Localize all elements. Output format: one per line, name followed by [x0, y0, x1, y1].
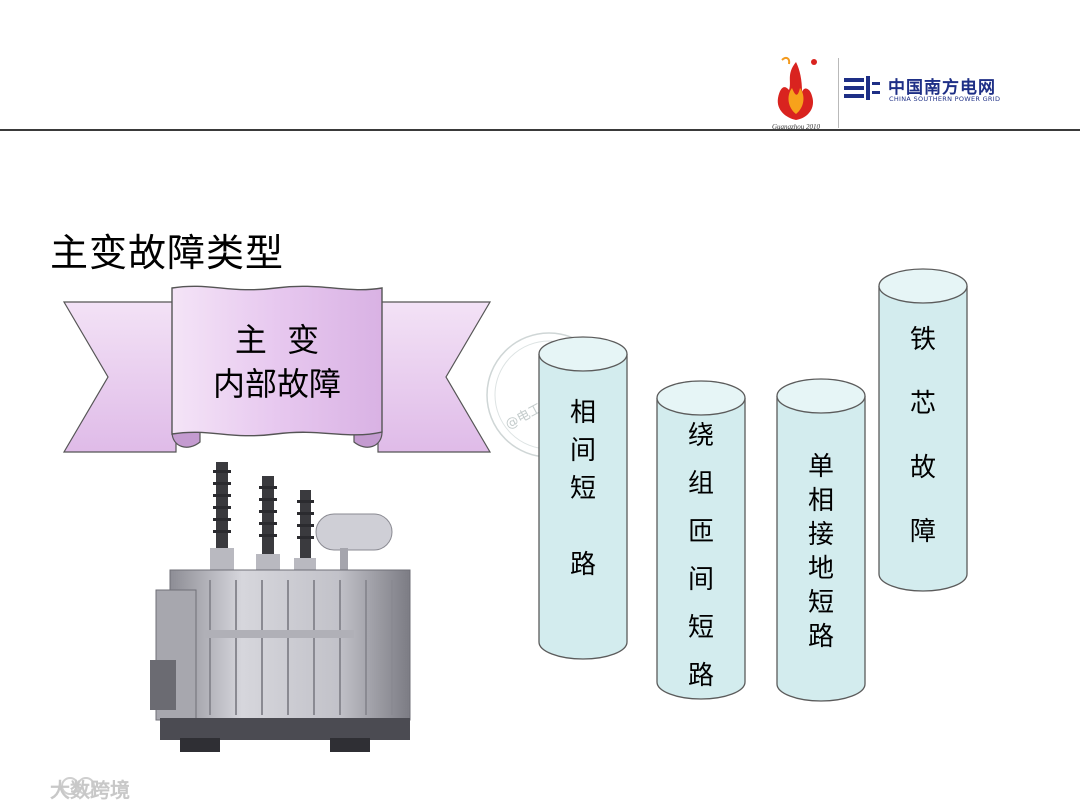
fault-type-label: 单 相 接 地 短 路	[776, 450, 866, 654]
fault-type-ground-short: 单 相 接 地 短 路	[776, 378, 866, 702]
fault-type-phase-short: 相 间 短 路	[538, 336, 628, 660]
fault-type-label: 相 间 短 路	[538, 394, 628, 584]
fault-type-turn-short: 绕 组 匝 间 短 路	[656, 380, 746, 700]
grid-name-en: CHINA SOUTHERN POWER GRID	[889, 95, 1000, 103]
transformer-image	[140, 460, 430, 760]
fault-type-label: 绕 组 匝 间 短 路	[656, 412, 746, 700]
header-divider	[0, 129, 1080, 131]
banner-line-1: 主 变	[172, 318, 382, 362]
asian-games-logo: Guangzhou 2010	[756, 54, 836, 132]
corner-watermark-text: 大数跨境	[50, 774, 130, 803]
slide-title: 主变故障类型	[50, 222, 284, 277]
fault-type-label: 铁 芯 故 障	[878, 324, 968, 548]
fault-type-core-fault: 铁 芯 故 障	[878, 268, 968, 592]
svg-text:Guangzhou 2010: Guangzhou 2010	[772, 123, 821, 131]
china-southern-grid-logo: 中国南方电网 CHINA SOUTHERN POWER GRID	[844, 72, 1024, 108]
power-grid-icon	[844, 76, 880, 100]
logo-divider	[838, 58, 839, 128]
banner-text: 主 变 内部故障	[172, 318, 382, 406]
banner-line-2: 内部故障	[172, 362, 382, 406]
